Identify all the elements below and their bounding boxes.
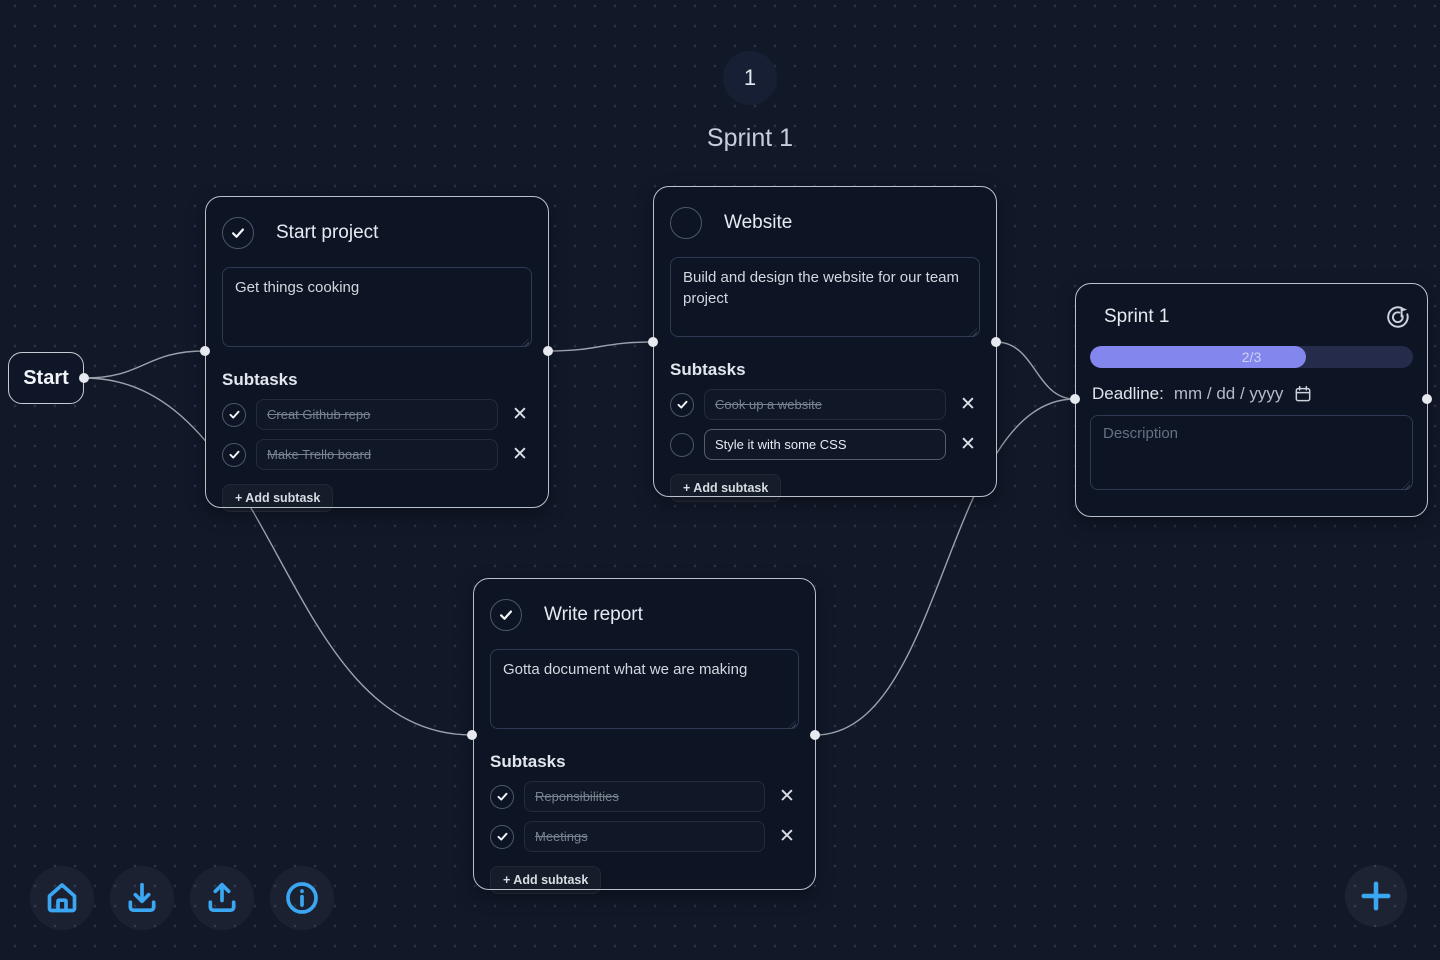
download-button[interactable]	[110, 866, 174, 930]
subtask-text-input[interactable]: Reponsibilities	[524, 781, 765, 812]
delete-subtask-button[interactable]: ✕	[779, 786, 795, 807]
subtask-row: Cook up a website ✕	[670, 389, 980, 420]
check-icon	[500, 610, 512, 620]
resize-handle[interactable]	[968, 328, 977, 337]
deadline-label: Deadline:	[1092, 384, 1164, 403]
task-card-start-project[interactable]: Start project Get things cooking Subtask…	[205, 196, 549, 512]
sprint-header-title: Sprint 1	[706, 124, 794, 152]
delete-subtask-button[interactable]: ✕	[779, 826, 795, 847]
resize-handle[interactable]	[1401, 481, 1410, 490]
delete-subtask-button[interactable]: ✕	[512, 404, 528, 425]
subtask-checkbox[interactable]	[670, 392, 694, 417]
task-card-write-report[interactable]: Write report Gotta document what we are …	[473, 578, 816, 894]
edge-website-to-sprint	[995, 341, 1076, 400]
task-description-input[interactable]: Gotta document what we are making	[490, 649, 799, 729]
plus-icon	[1361, 881, 1391, 911]
add-subtask-button[interactable]: + Add subtask	[222, 484, 334, 512]
download-icon	[128, 882, 156, 912]
subtask-row: Reponsibilities ✕	[490, 781, 799, 812]
deadline-date-input[interactable]: mm / dd / yyyy	[1173, 384, 1284, 403]
start-node[interactable]: Start	[8, 352, 84, 404]
check-icon	[677, 400, 687, 409]
sprint-panel-title: Sprint 1	[1104, 306, 1170, 327]
check-icon	[497, 832, 507, 841]
sprint-progress-label: 2/3	[1241, 349, 1262, 365]
subtask-text-input[interactable]: Meetings	[524, 821, 765, 852]
subtask-checkbox[interactable]	[670, 432, 694, 457]
sprint-progress-fill	[1090, 346, 1307, 368]
delete-subtask-button[interactable]: ✕	[960, 394, 976, 415]
sprint-description-input[interactable]	[1090, 415, 1413, 490]
subtask-checkbox[interactable]	[222, 442, 246, 467]
task-title: Start project	[276, 222, 379, 243]
toolbar	[30, 866, 334, 930]
check-icon	[232, 228, 244, 238]
edge-start-to-startproject	[83, 350, 206, 379]
upload-icon	[208, 882, 236, 912]
check-icon	[497, 792, 507, 801]
task-title: Website	[724, 212, 793, 233]
subtask-text-input[interactable]: Style it with some CSS	[704, 429, 946, 460]
task-complete-checkbox[interactable]	[490, 599, 522, 631]
task-complete-checkbox[interactable]	[222, 217, 254, 249]
calendar-icon[interactable]	[1293, 384, 1313, 404]
subtask-text-input[interactable]: Make Trello board	[256, 439, 498, 470]
subtask-row: Make Trello board ✕	[222, 439, 532, 470]
task-title: Write report	[544, 604, 643, 625]
resize-handle[interactable]	[520, 338, 529, 347]
subtask-checkbox[interactable]	[490, 824, 514, 849]
info-button[interactable]	[270, 866, 334, 930]
start-node-label: Start	[23, 366, 69, 389]
upload-button[interactable]	[190, 866, 254, 930]
task-complete-checkbox[interactable]	[670, 207, 702, 239]
subtask-text-input[interactable]: Creat Github repo	[256, 399, 498, 430]
edge-startproject-to-website	[547, 341, 654, 352]
add-subtask-button[interactable]: + Add subtask	[490, 866, 602, 894]
check-icon	[229, 450, 239, 459]
add-subtask-button[interactable]: + Add subtask	[670, 474, 782, 502]
task-card-website[interactable]: Website Build and design the website for…	[653, 186, 997, 502]
task-description-input[interactable]: Build and design the website for our tea…	[670, 257, 980, 337]
add-node-button[interactable]	[1345, 865, 1407, 927]
task-description-input[interactable]: Get things cooking	[222, 267, 532, 347]
sprint-goal-icon	[1387, 306, 1409, 328]
sprint-progress-bar: 2/3	[1090, 346, 1413, 368]
sprint-panel[interactable]: Sprint 1 2/3 Deadline: mm / dd / yyyy	[1075, 283, 1428, 517]
home-button[interactable]	[30, 866, 94, 930]
info-icon	[286, 882, 318, 914]
subtask-checkbox[interactable]	[222, 402, 246, 427]
resize-handle[interactable]	[787, 720, 796, 729]
home-icon	[47, 883, 77, 913]
subtasks-heading: Subtasks	[670, 360, 746, 379]
delete-subtask-button[interactable]: ✕	[512, 444, 528, 465]
subtask-checkbox[interactable]	[490, 784, 514, 809]
subtasks-heading: Subtasks	[222, 370, 298, 389]
sprint-number-badge: 1	[723, 51, 777, 105]
subtask-text-input[interactable]: Cook up a website	[704, 389, 946, 420]
delete-subtask-button[interactable]: ✕	[960, 434, 976, 455]
subtask-row: Creat Github repo ✕	[222, 399, 532, 430]
subtasks-heading: Subtasks	[490, 752, 566, 771]
subtask-row: Style it with some CSS ✕	[670, 429, 980, 460]
check-icon	[229, 410, 239, 419]
subtask-row: Meetings ✕	[490, 821, 799, 852]
